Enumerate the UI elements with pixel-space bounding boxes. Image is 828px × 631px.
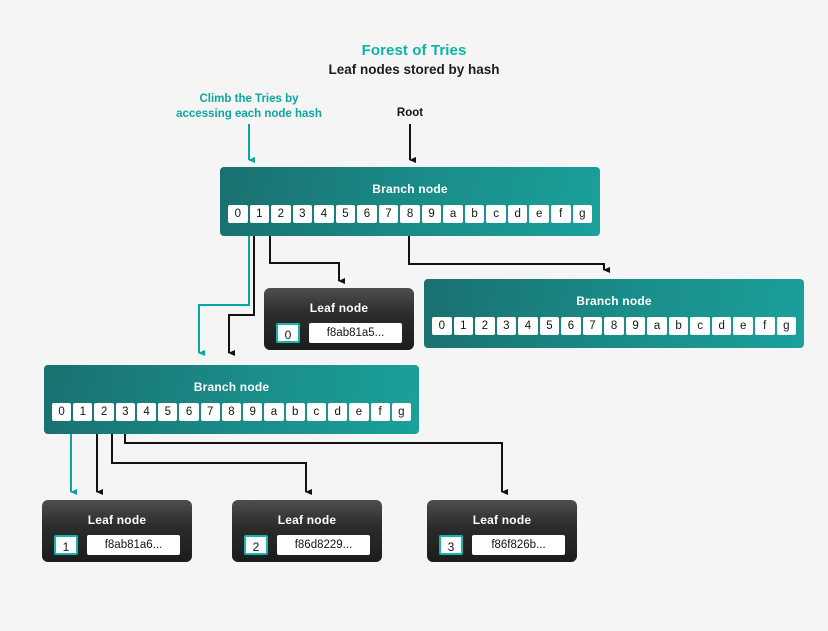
branch-node-left-cells: 0 1 2 3 4 5 6 7 8 9 a b c d e f g — [44, 394, 419, 421]
branch-cell[interactable]: g — [572, 205, 593, 223]
branch-cell[interactable]: e — [733, 317, 753, 335]
branch-cell[interactable]: f — [754, 317, 775, 335]
branch-cell[interactable]: 5 — [158, 403, 178, 421]
branch-cell[interactable]: 1 — [73, 403, 93, 421]
leaf-hash-box[interactable]: f8ab81a6... — [87, 535, 180, 555]
leaf-node-two[interactable]: Leaf node 2 f86d8229... — [232, 500, 382, 562]
branch-node-left-label: Branch node — [193, 380, 270, 394]
branch-cell[interactable]: 5 — [335, 205, 356, 223]
branch-cell[interactable]: e — [529, 205, 549, 223]
leaf-node-two-label: Leaf node — [277, 513, 337, 527]
branch-node-right-label: Branch node — [576, 294, 652, 308]
annotation-climb-line2: accessing each node hash — [176, 108, 322, 120]
branch-cell[interactable]: b — [285, 403, 305, 421]
leaf-index-box[interactable]: 1 — [54, 535, 78, 555]
wire-root0-to-branch-left-teal — [198, 226, 250, 356]
branch-cell[interactable]: 0 — [228, 205, 248, 223]
branch-cell[interactable]: a — [647, 317, 667, 335]
wire-branchleft2-to-leaf-two — [111, 428, 312, 495]
leaf-node-two-row: 2 f86d8229... — [232, 527, 382, 555]
leaf-node-one[interactable]: Leaf node 1 f8ab81a6... — [42, 500, 192, 562]
branch-cell[interactable]: c — [486, 205, 506, 223]
branch-cell[interactable]: 6 — [179, 403, 199, 421]
branch-cell[interactable]: f — [550, 205, 571, 223]
branch-node-root[interactable]: Branch node 0 1 2 3 4 5 6 7 8 9 a b c d … — [220, 167, 600, 236]
branch-cell[interactable]: 3 — [115, 403, 135, 421]
leaf-index-box[interactable]: 2 — [244, 535, 268, 555]
branch-cell[interactable]: 8 — [400, 205, 420, 223]
branch-cell[interactable]: 1 — [453, 317, 474, 335]
leaf-node-three[interactable]: Leaf node 3 f86f826b... — [427, 500, 577, 562]
branch-cell[interactable]: 0 — [52, 403, 72, 421]
annotation-root: Root — [370, 106, 450, 121]
branch-cell[interactable]: 1 — [249, 205, 270, 223]
leaf-index-box[interactable]: 3 — [439, 535, 463, 555]
annotation-climb: Climb the Tries by accessing each node h… — [165, 92, 333, 122]
branch-cell[interactable]: d — [711, 317, 732, 335]
leaf-index-box[interactable]: 0 — [276, 323, 300, 343]
branch-cell[interactable]: f — [370, 403, 390, 421]
branch-node-left[interactable]: Branch node 0 1 2 3 4 5 6 7 8 9 a b c d … — [44, 365, 419, 434]
branch-node-root-cells: 0 1 2 3 4 5 6 7 8 9 a b c d e f g — [220, 196, 600, 223]
branch-cell[interactable]: b — [464, 205, 485, 223]
branch-cell[interactable]: a — [264, 403, 284, 421]
page-title: Forest of Tries — [361, 42, 467, 59]
branch-cell[interactable]: e — [349, 403, 369, 421]
branch-cell[interactable]: d — [328, 403, 348, 421]
branch-cell[interactable]: c — [690, 317, 710, 335]
branch-cell[interactable]: 6 — [561, 317, 581, 335]
branch-cell[interactable]: 5 — [539, 317, 560, 335]
branch-cell[interactable]: c — [306, 403, 327, 421]
branch-cell[interactable]: 4 — [518, 317, 538, 335]
branch-cell[interactable]: 9 — [243, 403, 263, 421]
leaf-hash-box[interactable]: f86f826b... — [472, 535, 565, 555]
branch-node-right-cells: 0 1 2 3 4 5 6 7 8 9 a b c d e f g — [424, 308, 804, 335]
annotation-climb-line1: Climb the Tries by — [199, 93, 299, 105]
branch-node-root-label: Branch node — [372, 182, 448, 196]
branch-cell[interactable]: 4 — [136, 403, 157, 421]
branch-cell[interactable]: 8 — [604, 317, 624, 335]
leaf-node-top-label: Leaf node — [309, 301, 369, 315]
branch-cell[interactable]: 7 — [200, 403, 220, 421]
leaf-node-top-row: 0 f8ab81a5... — [264, 315, 414, 343]
annotation-root-line1: Root — [396, 107, 424, 119]
branch-cell[interactable]: 3 — [496, 317, 517, 335]
branch-cell[interactable]: 8 — [221, 403, 242, 421]
wire-branchleft3-to-leaf-three — [124, 428, 508, 495]
branch-cell[interactable]: 0 — [432, 317, 452, 335]
branch-cell[interactable]: a — [443, 205, 463, 223]
branch-cell[interactable]: d — [507, 205, 528, 223]
leaf-hash-box[interactable]: f86d8229... — [277, 535, 370, 555]
branch-cell[interactable]: 2 — [475, 317, 495, 335]
branch-cell[interactable]: 2 — [94, 403, 114, 421]
branch-cell[interactable]: g — [391, 403, 411, 421]
branch-cell[interactable]: 7 — [378, 205, 399, 223]
branch-cell[interactable]: 7 — [582, 317, 603, 335]
page-subtitle: Leaf nodes stored by hash — [328, 62, 500, 77]
leaf-hash-box[interactable]: f8ab81a5... — [309, 323, 402, 343]
leaf-node-three-label: Leaf node — [472, 513, 532, 527]
leaf-node-top[interactable]: Leaf node 0 f8ab81a5... — [264, 288, 414, 350]
branch-cell[interactable]: 3 — [292, 205, 313, 223]
wire-root0-to-branch-left-dark — [228, 226, 255, 356]
branch-cell[interactable]: b — [668, 317, 689, 335]
leaf-node-one-row: 1 f8ab81a6... — [42, 527, 192, 555]
branch-node-right[interactable]: Branch node 0 1 2 3 4 5 6 7 8 9 a b c d … — [424, 279, 804, 348]
leaf-node-three-row: 3 f86f826b... — [427, 527, 577, 555]
branch-cell[interactable]: 2 — [271, 205, 291, 223]
leaf-node-one-label: Leaf node — [87, 513, 147, 527]
branch-cell[interactable]: 9 — [625, 317, 646, 335]
branch-cell[interactable]: 4 — [314, 205, 334, 223]
branch-cell[interactable]: 6 — [357, 205, 377, 223]
branch-cell[interactable]: g — [776, 317, 797, 335]
branch-cell[interactable]: 9 — [421, 205, 442, 223]
